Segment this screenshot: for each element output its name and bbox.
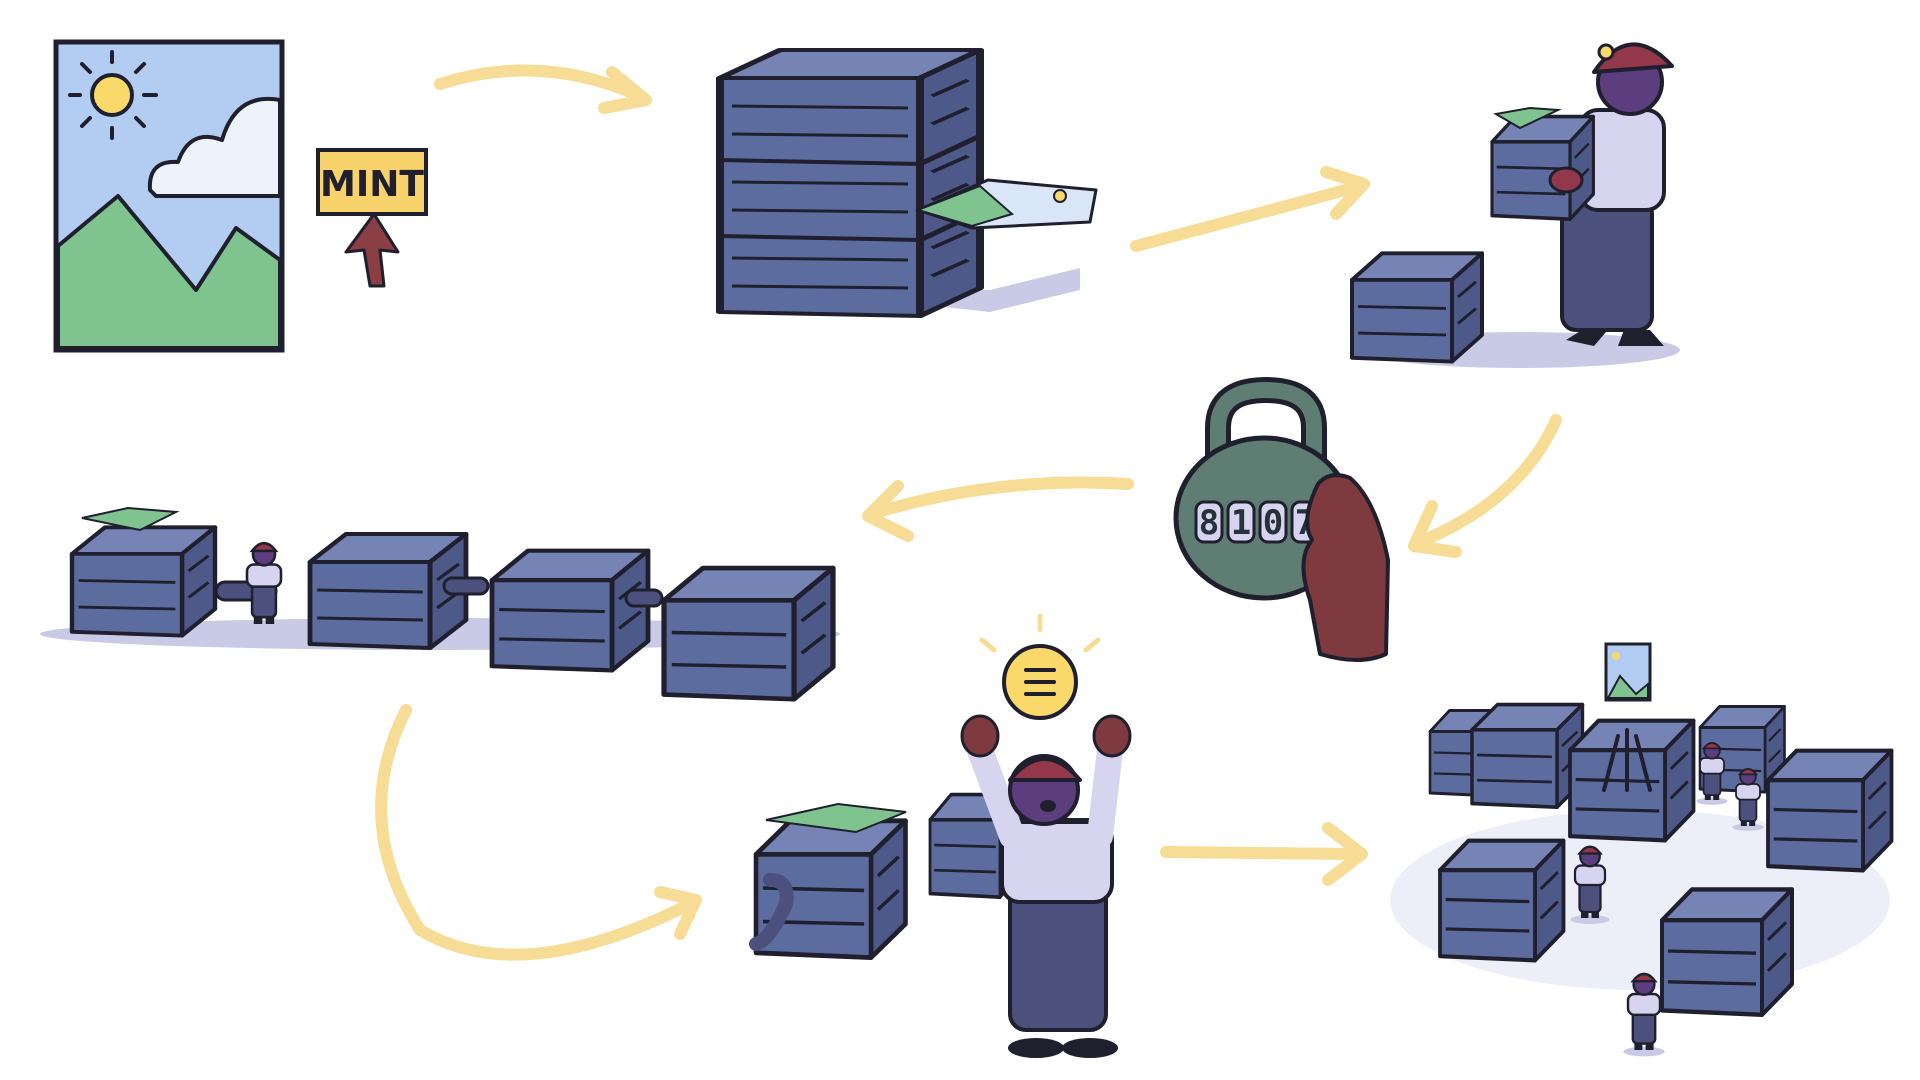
- mint-button[interactable]: MINT: [316, 148, 428, 216]
- mint-press: [720, 50, 1098, 316]
- flow-arrow: [1160, 846, 1362, 860]
- miner-carrying-block: [1350, 42, 1680, 368]
- mountain-icon: [56, 194, 282, 350]
- minted-artwork-card: [914, 178, 1098, 230]
- cloud-icon: [147, 96, 282, 198]
- cursor-arrow-icon: [344, 212, 400, 288]
- helmet-lamp-icon: [1592, 42, 1674, 74]
- flow-arrow-head: [1322, 822, 1368, 886]
- chain-link-icon: [749, 873, 794, 951]
- dial-digit-1: 8: [1199, 503, 1219, 543]
- artwork-frame: [53, 39, 285, 353]
- token-coin-icon: [979, 613, 1101, 720]
- flow-arrow-head: [654, 886, 702, 940]
- hand-holding-lock: [1301, 473, 1390, 662]
- flow-arrow-head: [1408, 500, 1462, 558]
- sun-icon: [68, 50, 158, 140]
- block-network: [1390, 642, 1892, 1058]
- flow-arrow-head: [598, 66, 652, 114]
- flow-arrow: [434, 64, 646, 102]
- flow-arrow: [375, 704, 696, 961]
- celebrating-miner-scene: [749, 714, 1132, 1058]
- flow-arrow: [1418, 414, 1562, 546]
- dial-digit-2: 1: [1231, 503, 1251, 543]
- flow-arrow: [1130, 180, 1366, 252]
- dial-digit-3: 0: [1263, 503, 1283, 543]
- combination-dial[interactable]: 8 1 0 7: [1194, 500, 1320, 544]
- mint-button-label: MINT: [320, 164, 424, 205]
- chained-blocks: [40, 506, 840, 699]
- flow-arrow-head: [862, 480, 914, 542]
- flow-arrow-head: [1320, 166, 1370, 220]
- flow-arrow: [872, 476, 1134, 518]
- easel-icon: [1602, 642, 1652, 792]
